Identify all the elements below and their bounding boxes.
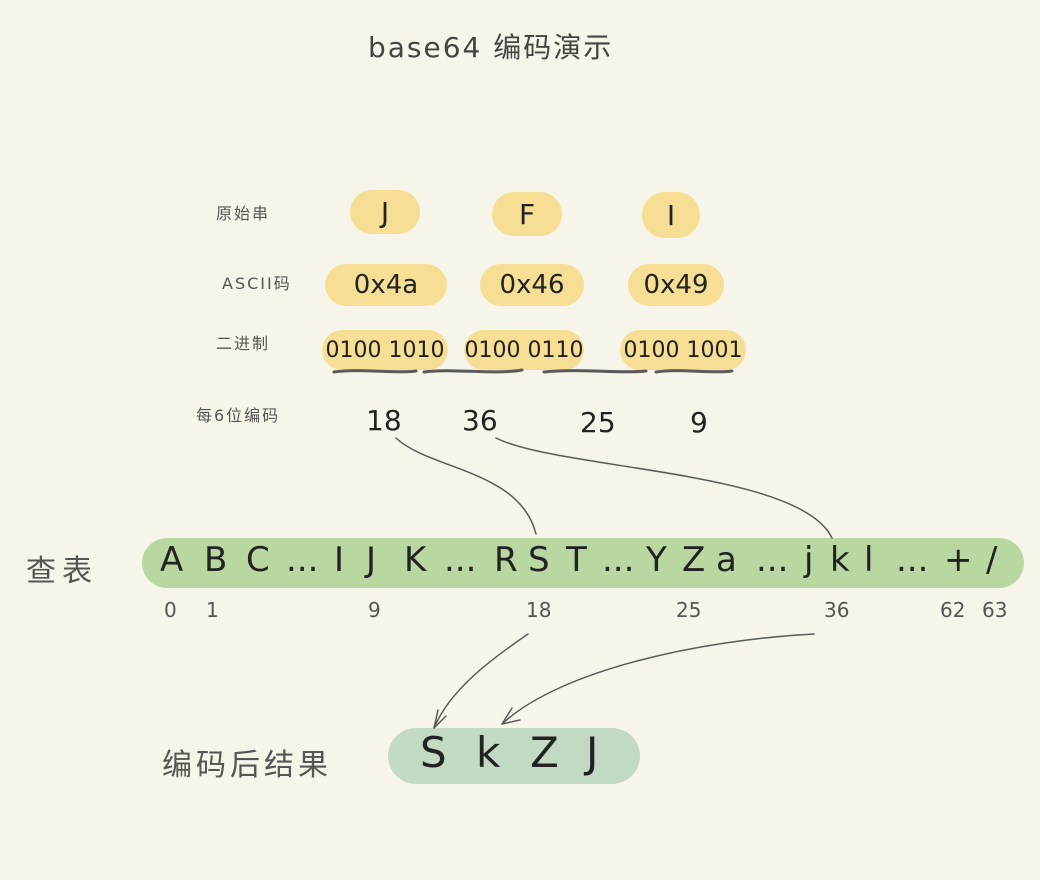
result-arrow-head [501, 707, 521, 725]
lookup-connector [495, 437, 833, 539]
table-char: / [986, 540, 998, 580]
table-index: 0 [164, 598, 177, 622]
result-label: 编码后结果 [162, 748, 332, 783]
ascii-code-blob: 0x46 [480, 264, 584, 306]
table-index: 25 [676, 598, 702, 622]
result-char: Z [530, 728, 559, 777]
six-bit-code: 36 [462, 404, 498, 437]
six-bit-code: 9 [690, 406, 708, 439]
table-char: a [716, 540, 737, 580]
table-char: + [944, 540, 973, 580]
bit-group-underline [654, 369, 734, 374]
table-index: 63 [982, 598, 1008, 622]
six-bit-code: 18 [366, 404, 402, 437]
ascii-code: 0x4a [353, 270, 419, 300]
table-index: 18 [526, 598, 552, 622]
table-char: R [494, 540, 518, 580]
original-char-blob: F [492, 192, 562, 236]
table-index: 1 [206, 598, 219, 622]
table-char: ... [286, 540, 319, 580]
table-char: k [830, 540, 850, 580]
original-char: I [666, 198, 676, 232]
label-original: 原始串 [216, 204, 271, 223]
bit-group-underline [332, 369, 418, 374]
result-arrow [501, 633, 815, 725]
ascii-code-blob: 0x49 [628, 264, 724, 306]
original-char: F [518, 197, 536, 231]
binary-blob: 0100 0110 [464, 330, 584, 370]
original-char-blob: J [350, 190, 420, 234]
table-index: 9 [368, 598, 381, 622]
label-binary: 二进制 [216, 334, 271, 353]
label-per-6-bit: 每6位编码 [196, 406, 281, 425]
ascii-code: 0x46 [499, 270, 565, 300]
result-bar [388, 728, 640, 784]
diagram-title: base64 编码演示 [368, 31, 614, 64]
result-char: S [420, 728, 447, 777]
original-char: J [380, 195, 390, 229]
table-char: l [864, 540, 874, 580]
six-bit-code: 25 [580, 406, 616, 439]
lookup-table-bar [142, 538, 1024, 588]
table-char: T [566, 540, 587, 580]
binary-blob: 0100 1010 [322, 330, 448, 370]
table-char: S [528, 540, 550, 580]
ascii-code: 0x49 [643, 270, 709, 300]
table-char: K [404, 540, 427, 580]
table-char: I [334, 540, 345, 580]
table-char: B [204, 540, 228, 580]
result-arrow-head [433, 709, 447, 729]
table-char: ... [444, 540, 477, 580]
result-char: J [586, 728, 599, 777]
bit-group-underline [422, 368, 524, 374]
table-char: Z [682, 540, 706, 580]
result-char: k [476, 728, 501, 777]
table-char: J [366, 540, 377, 580]
table-char: ... [896, 540, 929, 580]
table-char: C [246, 540, 270, 580]
table-index: 36 [824, 598, 850, 622]
table-char: Y [646, 540, 667, 580]
ascii-code-blob: 0x4a [325, 264, 447, 306]
original-char-blob: I [642, 192, 700, 238]
table-char: ... [756, 540, 789, 580]
label-ascii: ASCII码 [222, 274, 292, 293]
lookup-connector [395, 437, 537, 535]
table-index: 62 [940, 598, 966, 622]
table-char: ... [602, 540, 635, 580]
bit-group-underline [542, 369, 648, 374]
table-char: A [160, 540, 184, 580]
binary-value: 0100 1001 [623, 337, 743, 363]
binary-value: 0100 0110 [464, 337, 584, 363]
result-arrow [433, 633, 529, 729]
binary-blob: 0100 1001 [620, 330, 746, 370]
table-char: j [804, 540, 814, 580]
binary-value: 0100 1010 [325, 337, 445, 363]
lookup-label: 查表 [26, 554, 98, 589]
